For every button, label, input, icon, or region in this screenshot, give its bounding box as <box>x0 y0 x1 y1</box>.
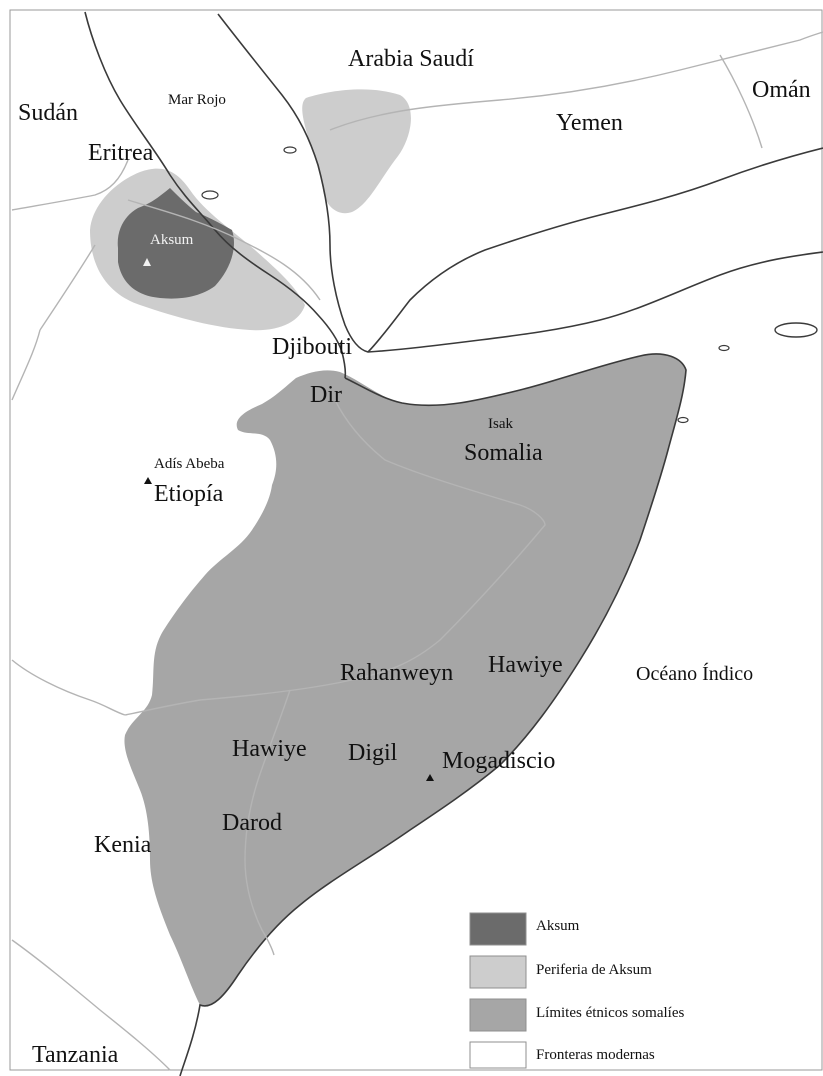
horn-coast <box>179 353 687 1076</box>
label-sudan: Sudán <box>18 100 78 126</box>
label-darod: Darod <box>222 810 282 836</box>
islet-3 <box>718 344 730 352</box>
islet-1 <box>201 190 219 200</box>
label-mar-rojo: Mar Rojo <box>168 92 226 108</box>
label-hawiye-south: Hawiye <box>232 736 307 762</box>
socotra-island <box>774 322 818 338</box>
label-addis-ababa: Adís Abeba <box>154 456 225 472</box>
somali-ethnic-region <box>124 353 686 1006</box>
label-mogadiscio: Mogadiscio <box>442 748 555 774</box>
label-somalia: Somalia <box>464 440 543 466</box>
label-dir: Dir <box>310 382 342 408</box>
mogadishu-marker <box>426 774 434 781</box>
periphery-region-arabia <box>302 89 411 214</box>
legend-swatch-somali <box>469 998 527 1032</box>
aksum-core-region <box>117 188 235 299</box>
label-oceano-indico: Océano Índico <box>636 662 753 685</box>
red-sea-west-coast <box>84 11 347 379</box>
label-yemen: Yemen <box>556 110 623 136</box>
aksum-city-marker <box>143 258 151 266</box>
legend-label-periphery: Periferia de Aksum <box>536 962 652 978</box>
label-isak: Isak <box>488 416 513 432</box>
label-oman: Omán <box>752 77 811 103</box>
legend-label-borders: Fronteras modernas <box>536 1047 655 1063</box>
label-rahanweyn: Rahanweyn <box>340 660 453 686</box>
label-hawiye-north: Hawiye <box>488 652 563 678</box>
label-arabia-saudi: Arabia Saudí <box>348 46 474 72</box>
border-kenya-ethiopia <box>11 659 126 716</box>
border-kenya-tanzania <box>11 939 171 1071</box>
legend-label-aksum: Aksum <box>536 918 580 934</box>
border-sudan-ethiopia <box>11 244 96 401</box>
border-kenya-somalia <box>244 689 291 956</box>
legend-swatch-borders <box>469 1041 527 1069</box>
red-sea-east-coast <box>217 13 823 353</box>
label-tanzania: Tanzania <box>32 1042 119 1068</box>
label-djibouti: Djibouti <box>272 334 352 360</box>
label-kenia: Kenia <box>94 832 152 858</box>
addis-ababa-marker <box>144 477 152 484</box>
legend-swatch-periphery <box>469 955 527 989</box>
label-aksum-city: Aksum <box>150 232 194 248</box>
border-yemen-oman <box>719 54 763 149</box>
legend-label-somali: Límites étnicos somalíes <box>536 1005 684 1021</box>
border-arabia-yemen <box>329 31 823 131</box>
islet-4 <box>677 416 689 424</box>
legend: Aksum Periferia de Aksum Límites étnicos… <box>469 912 684 1069</box>
legend-swatch-aksum <box>469 912 527 946</box>
label-digil: Digil <box>348 740 398 766</box>
border-ethiopia-somalia <box>124 399 546 716</box>
islet-2 <box>283 146 297 154</box>
label-etiopia: Etiopía <box>154 481 224 507</box>
border-sudan-eritrea <box>11 159 129 211</box>
label-eritrea: Eritrea <box>88 140 154 166</box>
arabia-south-coast <box>367 147 823 353</box>
border-eritrea-ethiopia <box>127 199 321 301</box>
